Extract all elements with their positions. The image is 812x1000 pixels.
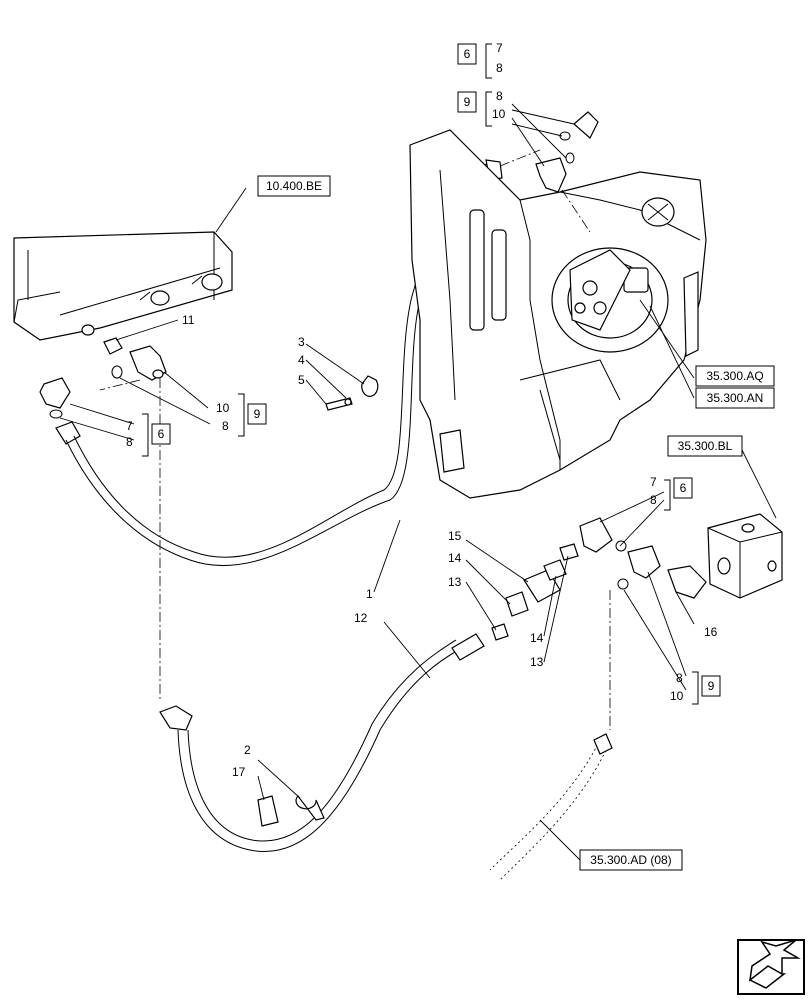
tee-10-right bbox=[627, 545, 661, 579]
hose-35300ad bbox=[489, 733, 613, 881]
fitting-7-top bbox=[573, 111, 599, 139]
callout-8-right2: 8 bbox=[676, 671, 683, 685]
tank-assembly bbox=[409, 129, 707, 499]
svg-text:10.400.BE: 10.400.BE bbox=[266, 179, 322, 193]
kit-9-left[interactable]: 9 bbox=[247, 403, 267, 425]
fittings-13-14-15 bbox=[491, 543, 579, 641]
elbow-16 bbox=[667, 565, 707, 599]
callout-7-top: 7 bbox=[496, 41, 503, 55]
svg-text:9: 9 bbox=[464, 95, 471, 109]
callout-8-right: 8 bbox=[650, 493, 657, 507]
o-ring-8-top bbox=[559, 131, 571, 141]
kit-9-top[interactable]: 9 bbox=[457, 91, 477, 113]
cooler-assembly bbox=[13, 231, 233, 341]
callout-17: 17 bbox=[232, 765, 246, 779]
right-fittings bbox=[579, 517, 707, 599]
svg-text:6: 6 bbox=[464, 47, 471, 61]
callout-10-left: 10 bbox=[216, 401, 230, 415]
callout-2: 2 bbox=[244, 743, 251, 757]
callout-14-lower: 14 bbox=[530, 631, 544, 645]
callout-16: 16 bbox=[704, 625, 718, 639]
ref-35300an[interactable]: 35.300.AN bbox=[695, 387, 775, 409]
svg-text:9: 9 bbox=[254, 407, 261, 421]
kit-9-right[interactable]: 9 bbox=[701, 675, 721, 697]
ref-35300bl[interactable]: 35.300.BL bbox=[667, 435, 743, 457]
callout-15: 15 bbox=[448, 529, 462, 543]
o-ring-8-elbow bbox=[49, 409, 63, 419]
svg-text:6: 6 bbox=[158, 427, 165, 441]
navigation-arrow-icon[interactable] bbox=[737, 939, 805, 995]
fitting-tee-10 bbox=[129, 345, 167, 381]
svg-text:35.300.AN: 35.300.AN bbox=[707, 391, 764, 405]
o-ring-8-left bbox=[111, 365, 123, 379]
callout-11: 11 bbox=[182, 313, 195, 327]
callout-4: 4 bbox=[298, 353, 305, 367]
lower-hose-fitting bbox=[159, 705, 193, 731]
svg-text:9: 9 bbox=[708, 679, 715, 693]
callout-7-right: 7 bbox=[650, 475, 657, 489]
ref-35300ad[interactable]: 35.300.AD (08) bbox=[579, 849, 683, 871]
clamp-2 bbox=[295, 795, 325, 821]
ref-35300aq[interactable]: 35.300.AQ bbox=[695, 365, 775, 387]
kit-6-left[interactable]: 6 bbox=[151, 423, 171, 445]
elbow-fitting-7 bbox=[39, 377, 71, 409]
callout-1: 1 bbox=[366, 587, 373, 601]
callout-12: 12 bbox=[354, 611, 368, 625]
clamp-3-4-5 bbox=[325, 375, 379, 411]
hose-12 bbox=[177, 647, 463, 852]
kit-6-top[interactable]: 6 bbox=[457, 43, 477, 65]
svg-text:6: 6 bbox=[680, 481, 687, 495]
svg-text:35.300.AD (08): 35.300.AD (08) bbox=[590, 853, 671, 867]
ref-10400be[interactable]: 10.400.BE bbox=[257, 175, 331, 197]
callout-8-left: 8 bbox=[222, 419, 229, 433]
fitting-11 bbox=[103, 337, 123, 355]
callout-8-left2: 8 bbox=[126, 435, 133, 449]
top-fittings bbox=[535, 111, 599, 193]
callout-5: 5 bbox=[298, 373, 305, 387]
leader-lines bbox=[59, 103, 777, 861]
hose-end-left bbox=[55, 421, 81, 445]
elbow-7-right bbox=[579, 517, 613, 553]
callout-7-left: 7 bbox=[126, 419, 133, 433]
callout-8-top2: 8 bbox=[496, 89, 503, 103]
clip-17 bbox=[257, 795, 279, 827]
svg-text:35.300.BL: 35.300.BL bbox=[678, 439, 733, 453]
callout-13-lower: 13 bbox=[530, 655, 544, 669]
callout-numbers: 7 8 8 10 11 3 4 5 10 8 7 8 7 8 15 14 13 … bbox=[126, 41, 718, 779]
callout-13: 13 bbox=[448, 575, 462, 589]
tee-10-top bbox=[535, 157, 567, 193]
callout-8-top: 8 bbox=[496, 61, 503, 75]
kit-6-right[interactable]: 6 bbox=[673, 477, 693, 499]
svg-text:35.300.AQ: 35.300.AQ bbox=[706, 369, 763, 383]
callout-14: 14 bbox=[448, 551, 462, 565]
callout-10-right: 10 bbox=[670, 689, 684, 703]
callout-3: 3 bbox=[298, 335, 305, 349]
callout-10-top: 10 bbox=[492, 107, 506, 121]
valve-block bbox=[707, 513, 783, 599]
o-ring-8-top-lower bbox=[565, 152, 575, 164]
